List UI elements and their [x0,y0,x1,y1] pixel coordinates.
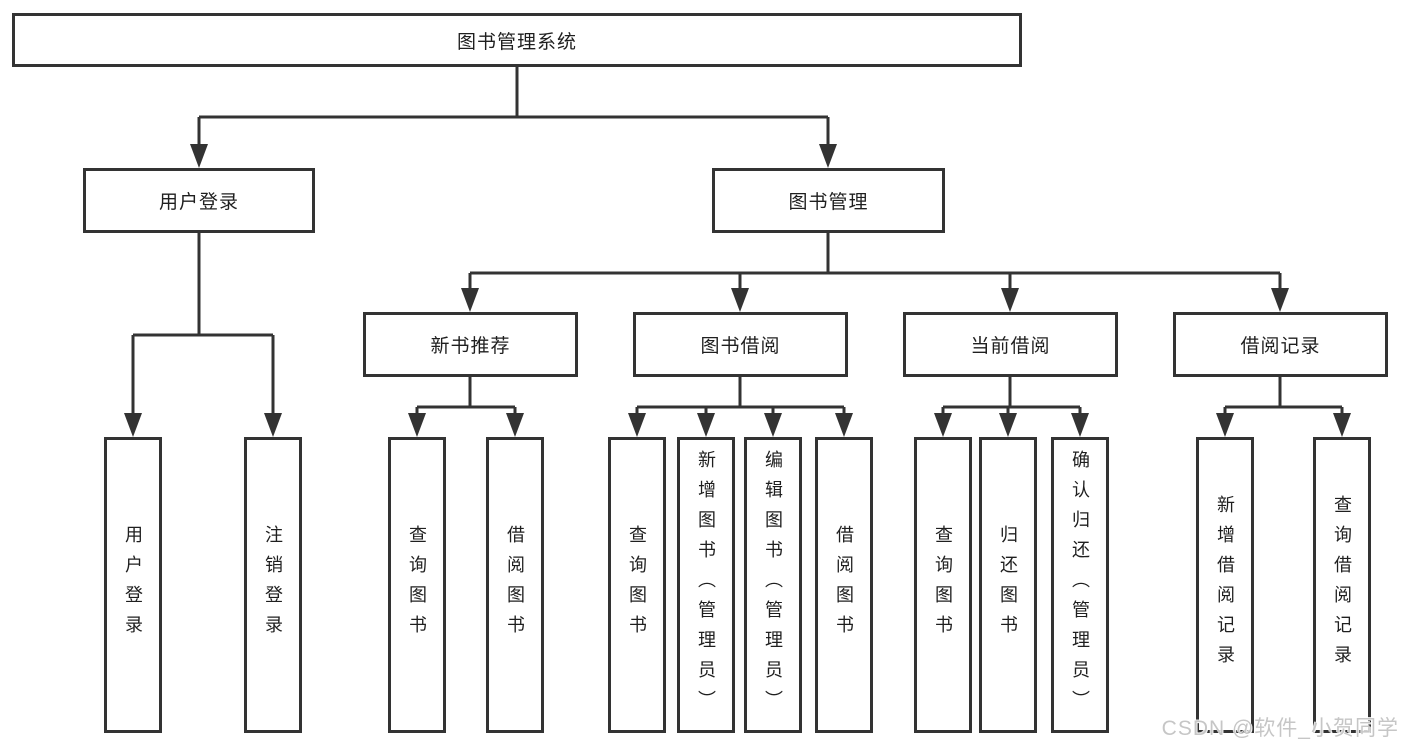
leaf-edit-book-admin: 编辑图书（管理员） [744,437,802,733]
node-book-management: 图书管理 [712,168,945,233]
leaf-label: 归还图书 [998,525,1018,645]
leaf-query-books-borrow: 查询图书 [608,437,666,733]
leaf-label: 注销登录 [263,525,283,645]
node-label: 新书推荐 [430,336,511,357]
node-label: 图书管理 [788,192,869,213]
node-root-system: 图书管理系统 [12,13,1022,67]
leaf-borrow-books: 借阅图书 [815,437,873,733]
leaf-user-login: 用户登录 [104,437,162,733]
node-borrowing-records: 借阅记录 [1173,312,1388,377]
node-label: 借阅记录 [1240,336,1321,357]
leaf-label: 确认归还（管理员） [1070,450,1090,720]
leaf-label: 用户登录 [123,525,143,645]
leaf-label: 编辑图书（管理员） [763,450,783,720]
csdn-watermark: CSDN @软件_小贺同学 [1161,717,1399,740]
node-label: 当前借阅 [970,336,1051,357]
leaf-query-borrow-record: 查询借阅记录 [1313,437,1371,733]
node-new-book-recommendation: 新书推荐 [363,312,578,377]
leaf-label: 查询借阅记录 [1332,495,1352,675]
leaf-label: 查询图书 [407,525,427,645]
leaf-add-book-admin: 新增图书（管理员） [677,437,735,733]
node-label: 图书借阅 [700,336,781,357]
leaf-label: 查询图书 [933,525,953,645]
node-user-login: 用户登录 [83,168,315,233]
node-current-borrowing: 当前借阅 [903,312,1118,377]
leaf-label: 借阅图书 [505,525,525,645]
leaf-label: 借阅图书 [834,525,854,645]
node-root-label: 图书管理系统 [456,31,577,53]
leaf-confirm-return-admin: 确认归还（管理员） [1051,437,1109,733]
leaf-borrow-books-recommend: 借阅图书 [486,437,544,733]
leaf-query-books-recommend: 查询图书 [388,437,446,733]
leaf-label: 新增借阅记录 [1215,495,1235,675]
node-label: 用户登录 [158,192,239,213]
leaf-add-borrow-record: 新增借阅记录 [1196,437,1254,733]
leaf-return-book: 归还图书 [979,437,1037,733]
leaf-query-books-current: 查询图书 [914,437,972,733]
leaf-label: 查询图书 [627,525,647,645]
leaf-label: 新增图书（管理员） [696,450,716,720]
leaf-logout: 注销登录 [244,437,302,733]
node-book-borrowing: 图书借阅 [633,312,848,377]
